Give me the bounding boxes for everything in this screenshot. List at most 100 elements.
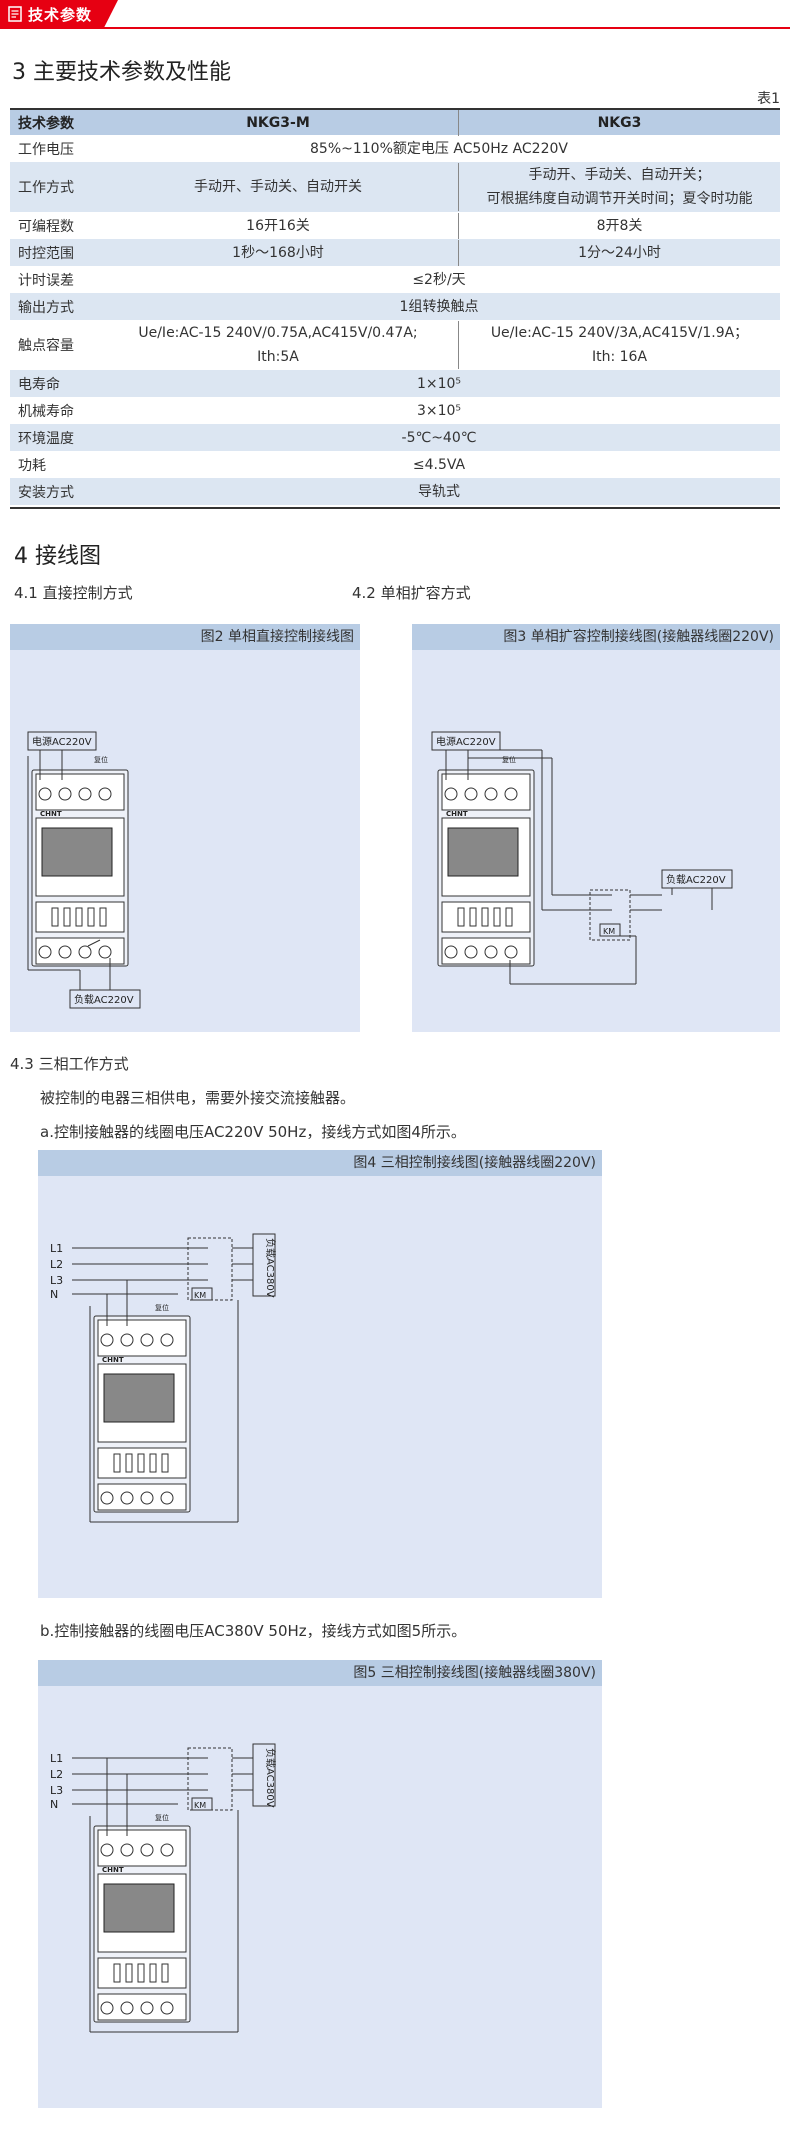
figure4-load-label: 负载AC380V xyxy=(264,1238,277,1298)
figure4-panel: 图4 三相控制接线图(接触器线圈220V) xyxy=(38,1150,602,1598)
table-row: 触点容量 Ue/Ie:AC-15 240V/0.75A,AC415V/0.47A… xyxy=(10,320,780,370)
text-line-1: 被控制的电器三相供电，需要外接交流接触器。 xyxy=(40,1089,356,1107)
figure5-km-label: KM xyxy=(194,1801,206,1810)
table-row: 可编程数 16开16关 8开8关 xyxy=(10,212,780,239)
table-row: 时控范围 1秒～168小时 1分～24小时 xyxy=(10,239,780,266)
device-brand: CHNT xyxy=(40,810,62,818)
figure5-reset-label: 复位 xyxy=(155,1813,169,1822)
row-label: 电寿命 xyxy=(18,376,60,393)
table-row: 功耗 ≤4.5VA xyxy=(10,451,780,478)
section-tab-title: 技术参数 xyxy=(28,6,93,24)
table-row: 工作电压 85%~110%额定电压 AC50Hz AC220V xyxy=(10,135,780,162)
figure4-title: 图4 三相控制接线图(接触器线圈220V) xyxy=(38,1150,602,1176)
header-nkg3: NKG3 xyxy=(458,109,780,136)
spec-table: 技术参数 NKG3-M NKG3 工作电压 85%~110%额定电压 AC50H… xyxy=(10,108,780,509)
figure4-diagram: L1 L2 L3 N 负载AC380V 复位 KM CHNT xyxy=(50,1233,277,1523)
row-value: 1×10⁵ xyxy=(416,375,462,392)
row-value-left: 手动开、手动关、自动开关 xyxy=(194,179,362,195)
figure2-load-label: 负载AC220V xyxy=(74,993,134,1006)
row-label: 功耗 xyxy=(18,457,46,474)
figure2-reset-label: 复位 xyxy=(94,755,108,764)
header-param: 技术参数 xyxy=(18,115,74,132)
phase-n: N xyxy=(50,1798,58,1811)
table-row: 计时误差 ≤2秒/天 xyxy=(10,266,780,293)
figure5-title: 图5 三相控制接线图(接触器线圈380V) xyxy=(38,1660,602,1686)
figure3-power-label: 电源AC220V xyxy=(436,735,496,748)
header-divider xyxy=(0,27,790,29)
row-value: 85%~110%额定电压 AC50Hz AC220V xyxy=(310,140,568,157)
figure5-panel: 图5 三相控制接线图(接触器线圈380V) xyxy=(38,1660,602,2108)
phase-l3: L3 xyxy=(50,1784,63,1797)
table-top-rule xyxy=(10,108,780,110)
table-caption: 表1 xyxy=(757,91,780,107)
figure2-diagram: 电源AC220V 负载AC220V 复位 CHNT xyxy=(27,731,141,1009)
subsection-4-3: 4.3 三相工作方式 xyxy=(10,1055,129,1073)
row-label: 环境温度 xyxy=(18,430,74,447)
row-label: 工作方式 xyxy=(18,180,74,196)
subsection-4-1: 4.1 直接控制方式 xyxy=(14,584,133,602)
section-tab: 技术参数 xyxy=(0,0,118,28)
phase-l2: L2 xyxy=(50,1768,63,1781)
row-label: 计时误差 xyxy=(18,272,74,289)
device-brand: CHNT xyxy=(102,1356,124,1364)
row-value-line: 可根据纬度自动调节开关时间；夏令时功能 xyxy=(486,191,753,207)
row-value-right: 1分～24小时 xyxy=(458,239,780,266)
section-header: 技术参数 xyxy=(0,0,790,30)
table-row: 工作方式 手动开、手动关、自动开关 手动开、手动关、自动开关； 可根据纬度自动调… xyxy=(10,162,780,212)
figure3-load-label: 负载AC220V xyxy=(666,873,726,886)
row-value-line: Ith: 16A xyxy=(591,349,648,365)
row-value-left: Ue/Ie:AC-15 240V/0.75A,AC415V/0.47A; Ith… xyxy=(98,321,458,369)
figure3-diagram: 电源AC220V 负载AC220V 复位 KM CHNT xyxy=(431,731,733,985)
table-row: 电寿命 1×10⁵ xyxy=(10,370,780,397)
figure5-diagram: L1 L2 L3 N 负载AC380V 复位 KM CHNT xyxy=(50,1743,277,2033)
figure2-title: 图2 单相直接控制接线图 xyxy=(10,624,360,650)
figure2-panel: 图2 单相直接控制接线图 电源AC220V 负载AC220V 复位 xyxy=(10,624,360,1032)
row-label: 时控范围 xyxy=(18,245,74,262)
row-label: 安装方式 xyxy=(18,484,74,501)
phase-l1: L1 xyxy=(50,1242,63,1255)
phase-n: N xyxy=(50,1288,58,1301)
figure3-reset-label: 复位 xyxy=(502,755,516,764)
text-line-3: b.控制接触器的线圈电压AC380V 50Hz，接线方式如图5所示。 xyxy=(40,1622,467,1640)
figure5-load-label: 负载AC380V xyxy=(264,1748,277,1808)
row-value: ≤2秒/天 xyxy=(412,271,466,288)
phase-l3: L3 xyxy=(50,1274,63,1287)
header-nkg3m: NKG3-M xyxy=(246,114,310,131)
row-value-left: 16开16关 xyxy=(246,217,310,234)
document-icon xyxy=(8,6,22,22)
device-brand: CHNT xyxy=(102,1866,124,1874)
subsection-4-2: 4.2 单相扩容方式 xyxy=(352,584,471,602)
row-value: 1组转换触点 xyxy=(399,298,479,315)
figure3-panel: 图3 单相扩容控制接线图(接触器线圈220V) xyxy=(412,624,780,1032)
row-value-right: 手动开、手动关、自动开关； 可根据纬度自动调节开关时间；夏令时功能 xyxy=(458,163,780,211)
row-label: 触点容量 xyxy=(18,338,74,354)
row-value-left: 1秒～168小时 xyxy=(232,244,324,261)
row-label: 可编程数 xyxy=(18,218,74,235)
row-label: 工作电压 xyxy=(18,141,74,158)
table-header-row: 技术参数 NKG3-M NKG3 xyxy=(10,109,780,136)
row-value: 导轨式 xyxy=(418,483,460,500)
row-value-line: Ue/Ie:AC-15 240V/0.75A,AC415V/0.47A; xyxy=(138,325,418,341)
table-row: 输出方式 1组转换触点 xyxy=(10,293,780,320)
section3-title: 3 主要技术参数及性能 xyxy=(12,60,231,85)
figure3-km-label: KM xyxy=(603,927,615,936)
row-value-right: Ue/Ie:AC-15 240V/3A,AC415V/1.9A； Ith: 16… xyxy=(458,321,780,369)
row-value-line: Ue/Ie:AC-15 240V/3A,AC415V/1.9A； xyxy=(490,325,749,341)
phase-l1: L1 xyxy=(50,1752,63,1765)
text-line-2: a.控制接触器的线圈电压AC220V 50Hz，接线方式如图4所示。 xyxy=(40,1123,466,1141)
phase-l2: L2 xyxy=(50,1258,63,1271)
row-value-right: 8开8关 xyxy=(458,212,780,239)
row-value: ≤4.5VA xyxy=(412,456,466,473)
table-row: 安装方式 导轨式 xyxy=(10,478,780,505)
figure4-reset-label: 复位 xyxy=(155,1303,169,1312)
table-bottom-rule xyxy=(10,507,780,509)
figure3-title: 图3 单相扩容控制接线图(接触器线圈220V) xyxy=(412,624,780,650)
device-brand: CHNT xyxy=(446,810,468,818)
figure4-km-label: KM xyxy=(194,1291,206,1300)
row-value-line: 手动开、手动关、自动开关； xyxy=(528,167,711,183)
table-row: 环境温度 -5℃~40℃ xyxy=(10,424,780,451)
row-label: 机械寿命 xyxy=(18,403,74,420)
row-value: 3×10⁵ xyxy=(416,402,462,419)
row-value-line: Ith:5A xyxy=(257,349,299,365)
row-value: -5℃~40℃ xyxy=(401,429,477,446)
